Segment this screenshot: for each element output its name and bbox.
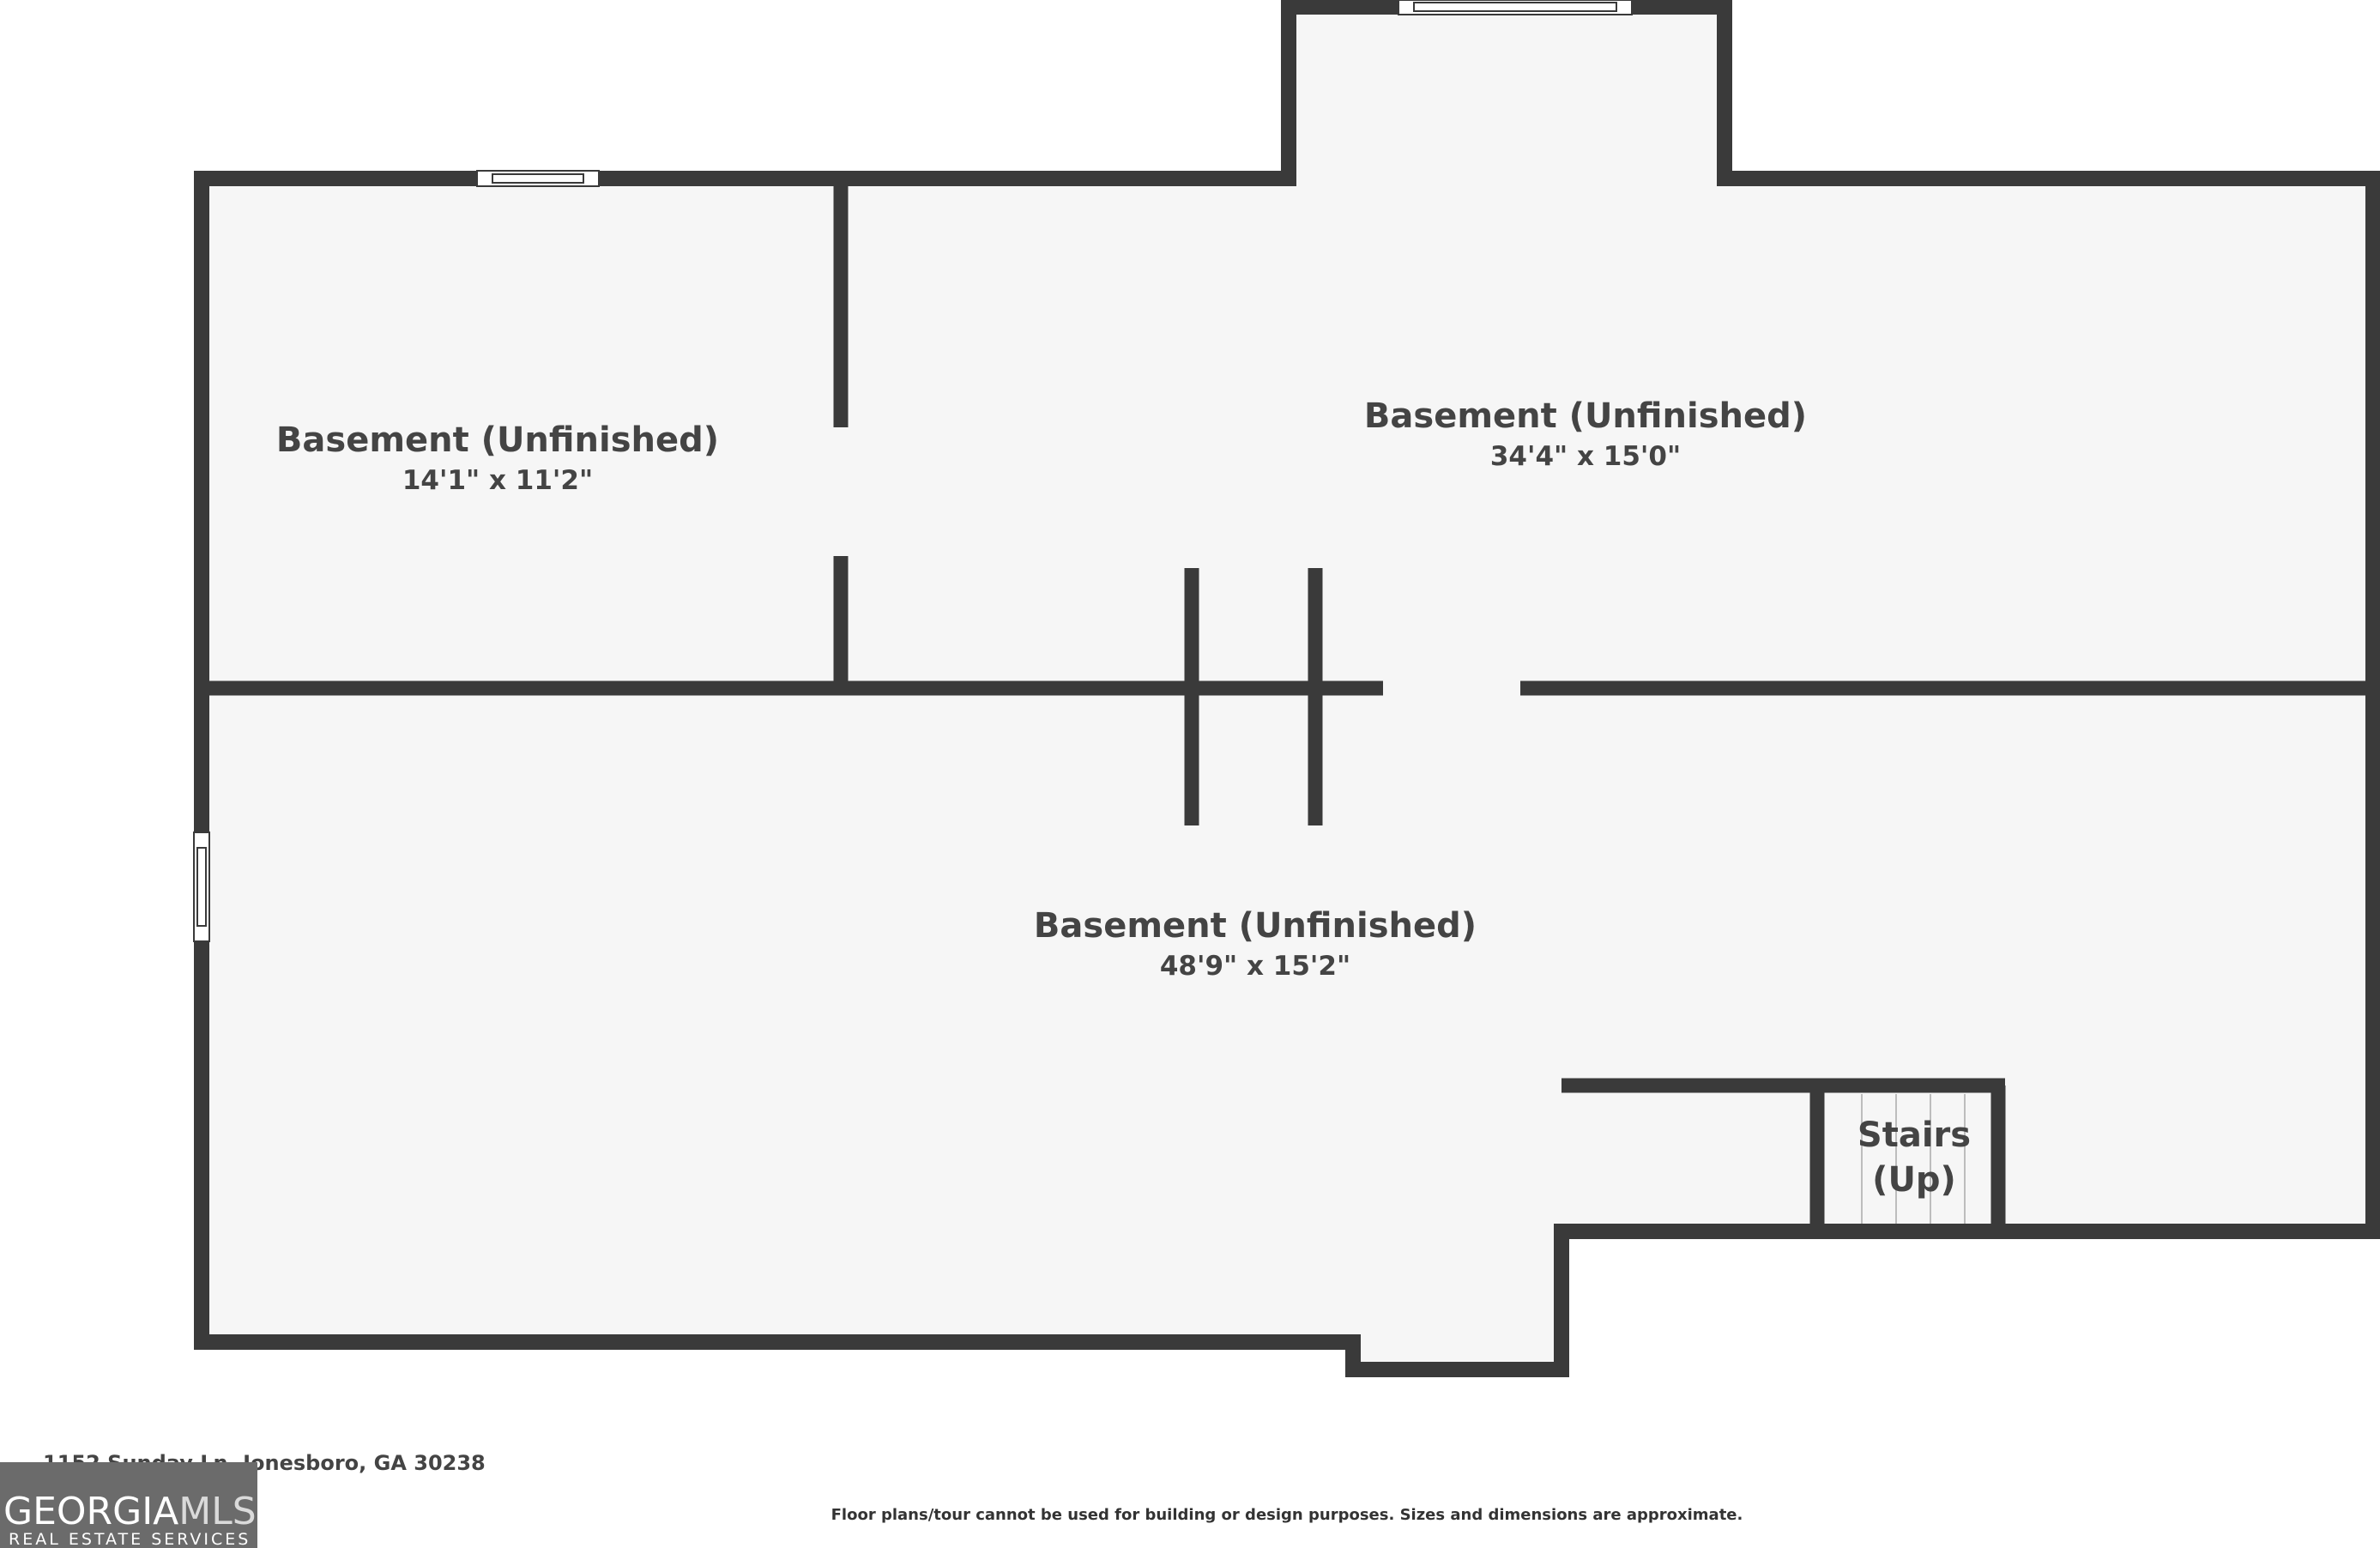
georgia-mls-logo: GEORGIAMLS REAL ESTATE SERVICES bbox=[0, 1462, 257, 1548]
logo-text-mls: MLS bbox=[178, 1490, 256, 1533]
room-3-name: Basement (Unfinished) bbox=[1034, 906, 1477, 946]
room-2-name: Basement (Unfinished) bbox=[1364, 396, 1807, 436]
window-top-left bbox=[476, 170, 600, 187]
exterior-walls bbox=[194, 0, 2380, 1377]
room-1-dimensions: 14'1" x 11'2" bbox=[402, 465, 593, 496]
room-1-name: Basement (Unfinished) bbox=[276, 420, 719, 460]
stairs-label-line2: (Up) bbox=[1872, 1160, 1956, 1200]
stairs-label-line1: Stairs bbox=[1857, 1116, 1971, 1155]
room-3-dimensions: 48'9" x 15'2" bbox=[1160, 951, 1350, 982]
svg-text:GEORGIAMLS: GEORGIAMLS bbox=[3, 1490, 257, 1533]
interior-walls bbox=[202, 178, 2373, 1231]
room-2-dimensions: 34'4" x 15'0" bbox=[1490, 441, 1681, 472]
window-top-bump bbox=[1398, 0, 1633, 15]
stairs bbox=[1861, 1094, 1966, 1224]
window-left bbox=[193, 831, 210, 942]
logo-text-georgia: GEORGIA bbox=[3, 1490, 178, 1533]
logo-subtitle: REAL ESTATE SERVICES bbox=[9, 1530, 251, 1548]
disclaimer-text: Floor plans/tour cannot be used for buil… bbox=[831, 1506, 1743, 1524]
